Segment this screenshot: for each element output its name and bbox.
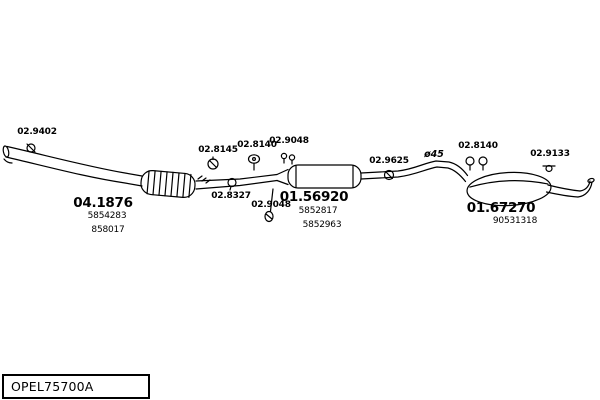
- label-clamp-02-8145: 02.8145: [198, 145, 238, 155]
- clamp-02-8327-icon: [227, 177, 237, 191]
- label-hanger-02-9048-top: 02.9048: [269, 136, 309, 146]
- drawing-number-box: OPEL75700A: [2, 374, 150, 399]
- hanger-02-9048-top-icon: [280, 152, 296, 165]
- flange-02-8140-icon: [247, 154, 261, 171]
- label-mid-ref-1: 5852817: [298, 206, 338, 216]
- middle-muffler: [287, 164, 362, 189]
- label-cat-ref-2: 858017: [91, 225, 125, 235]
- tail-pipe: [545, 177, 595, 198]
- clamp-02-8145-icon: [207, 156, 219, 170]
- clamp-02-9625-icon: [383, 169, 395, 181]
- label-mid-ref-2: 5852963: [302, 220, 342, 230]
- label-flange-02-8140-rear: 02.8140: [458, 141, 498, 151]
- over-axle-pipe: [360, 160, 469, 183]
- label-hanger-02-9133: 02.9133: [530, 149, 570, 159]
- rear-muffler: [466, 171, 552, 207]
- label-clamp-02-9625: 02.9625: [369, 156, 409, 166]
- label-hanger-02-9048-bottom: 02.9048: [251, 200, 291, 210]
- label-cat-ref-1: 5854283: [87, 211, 127, 221]
- clamp-02-9402-icon: [26, 143, 36, 153]
- drawing-number: OPEL75700A: [11, 379, 94, 394]
- label-clamp-02-9402: 02.9402: [17, 127, 57, 137]
- label-mid-code: 01.56920: [279, 189, 349, 205]
- intermediate-pipe: [195, 168, 289, 190]
- front-pipe: [5, 145, 211, 187]
- hanger-02-9048-bottom-icon: [264, 188, 274, 223]
- label-rear-code: 01.67270: [466, 200, 536, 216]
- label-pipe-diameter: ø45: [424, 149, 444, 160]
- label-cat-code: 04.1876: [73, 195, 133, 211]
- hanger-02-9133-icon: [542, 164, 556, 173]
- flange-02-8140-rear-icons: [465, 156, 488, 171]
- label-rear-ref: 90531318: [492, 216, 538, 226]
- front-pipe-tip-icon: [2, 145, 13, 164]
- catalytic-converter: [140, 170, 196, 198]
- label-flange-02-8140: 02.8140: [237, 140, 277, 150]
- label-clamp-02-8327: 02.8327: [211, 191, 251, 201]
